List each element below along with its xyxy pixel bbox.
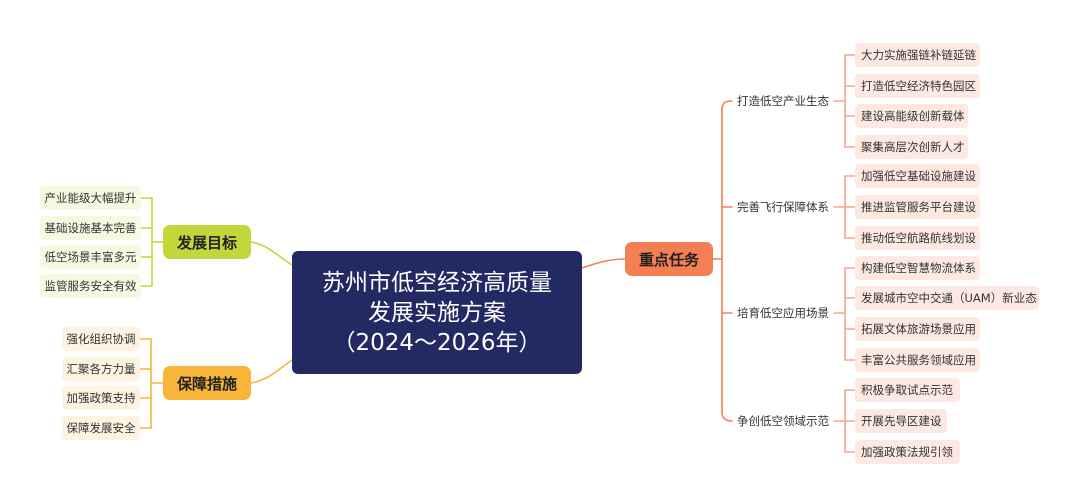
branch-guarantees[interactable]: 保障措施 <box>163 366 251 400</box>
central-topic-line-2: 发展实施方案 <box>368 299 506 326</box>
task-item[interactable]: 推动低空航路航线划设 <box>855 226 980 250</box>
goal-item[interactable]: 产业能级大幅提升 <box>40 186 141 210</box>
branch-goals[interactable]: 发展目标 <box>163 225 251 259</box>
task-item[interactable]: 建设高能级创新载体 <box>855 104 968 128</box>
goal-item[interactable]: 低空场景丰富多元 <box>40 245 141 269</box>
task-group-flight-support[interactable]: 完善飞行保障体系 <box>737 200 829 214</box>
task-group-application-scenarios[interactable]: 培育低空应用场景 <box>737 306 829 320</box>
task-item[interactable]: 构建低空智慧物流体系 <box>855 256 980 280</box>
link-center-guarantees <box>250 359 293 384</box>
guarantee-item[interactable]: 保障发展安全 <box>62 416 140 440</box>
link-goals-bracket <box>140 197 164 287</box>
task-item[interactable]: 丰富公共服务领域应用 <box>855 348 980 372</box>
link-center-goals <box>250 241 293 266</box>
task-item[interactable]: 推进监管服务平台建设 <box>855 195 980 219</box>
goal-item[interactable]: 基础设施基本完善 <box>40 216 141 240</box>
task-item[interactable]: 打造低空经济特色园区 <box>855 74 980 98</box>
link-center-tasks <box>581 258 626 269</box>
goal-item[interactable]: 监管服务安全有效 <box>40 274 141 298</box>
task-group-industry-ecology[interactable]: 打造低空产业生态 <box>737 94 829 108</box>
task-item[interactable]: 拓展文体旅游场景应用 <box>855 317 980 341</box>
link-task-groups <box>833 54 856 453</box>
link-guarantees-bracket <box>139 338 164 429</box>
task-item[interactable]: 积极争取试点示范 <box>855 378 960 402</box>
guarantee-item[interactable]: 加强政策支持 <box>62 386 140 410</box>
task-group-demonstration[interactable]: 争创低空领域示范 <box>737 414 829 428</box>
task-item[interactable]: 加强政策法规引领 <box>855 440 960 464</box>
task-item[interactable]: 聚集高层次创新人才 <box>855 135 968 159</box>
link-tasks-bracket <box>712 100 733 422</box>
branch-key-tasks[interactable]: 重点任务 <box>625 242 713 276</box>
task-item[interactable]: 发展城市空中交通（UAM）新业态 <box>855 286 1039 310</box>
task-item[interactable]: 大力实施强链补链延链 <box>855 43 980 67</box>
central-topic[interactable]: 苏州市低空经济高质量 发展实施方案 （2024～2026年） <box>292 251 582 374</box>
central-topic-line-1: 苏州市低空经济高质量 <box>322 269 552 296</box>
task-item[interactable]: 开展先导区建设 <box>855 409 947 433</box>
guarantee-item[interactable]: 强化组织协调 <box>62 327 140 351</box>
task-item[interactable]: 加强低空基础设施建设 <box>855 164 980 188</box>
guarantee-item[interactable]: 汇聚各方力量 <box>62 357 140 381</box>
central-topic-line-3: （2024～2026年） <box>332 329 542 356</box>
